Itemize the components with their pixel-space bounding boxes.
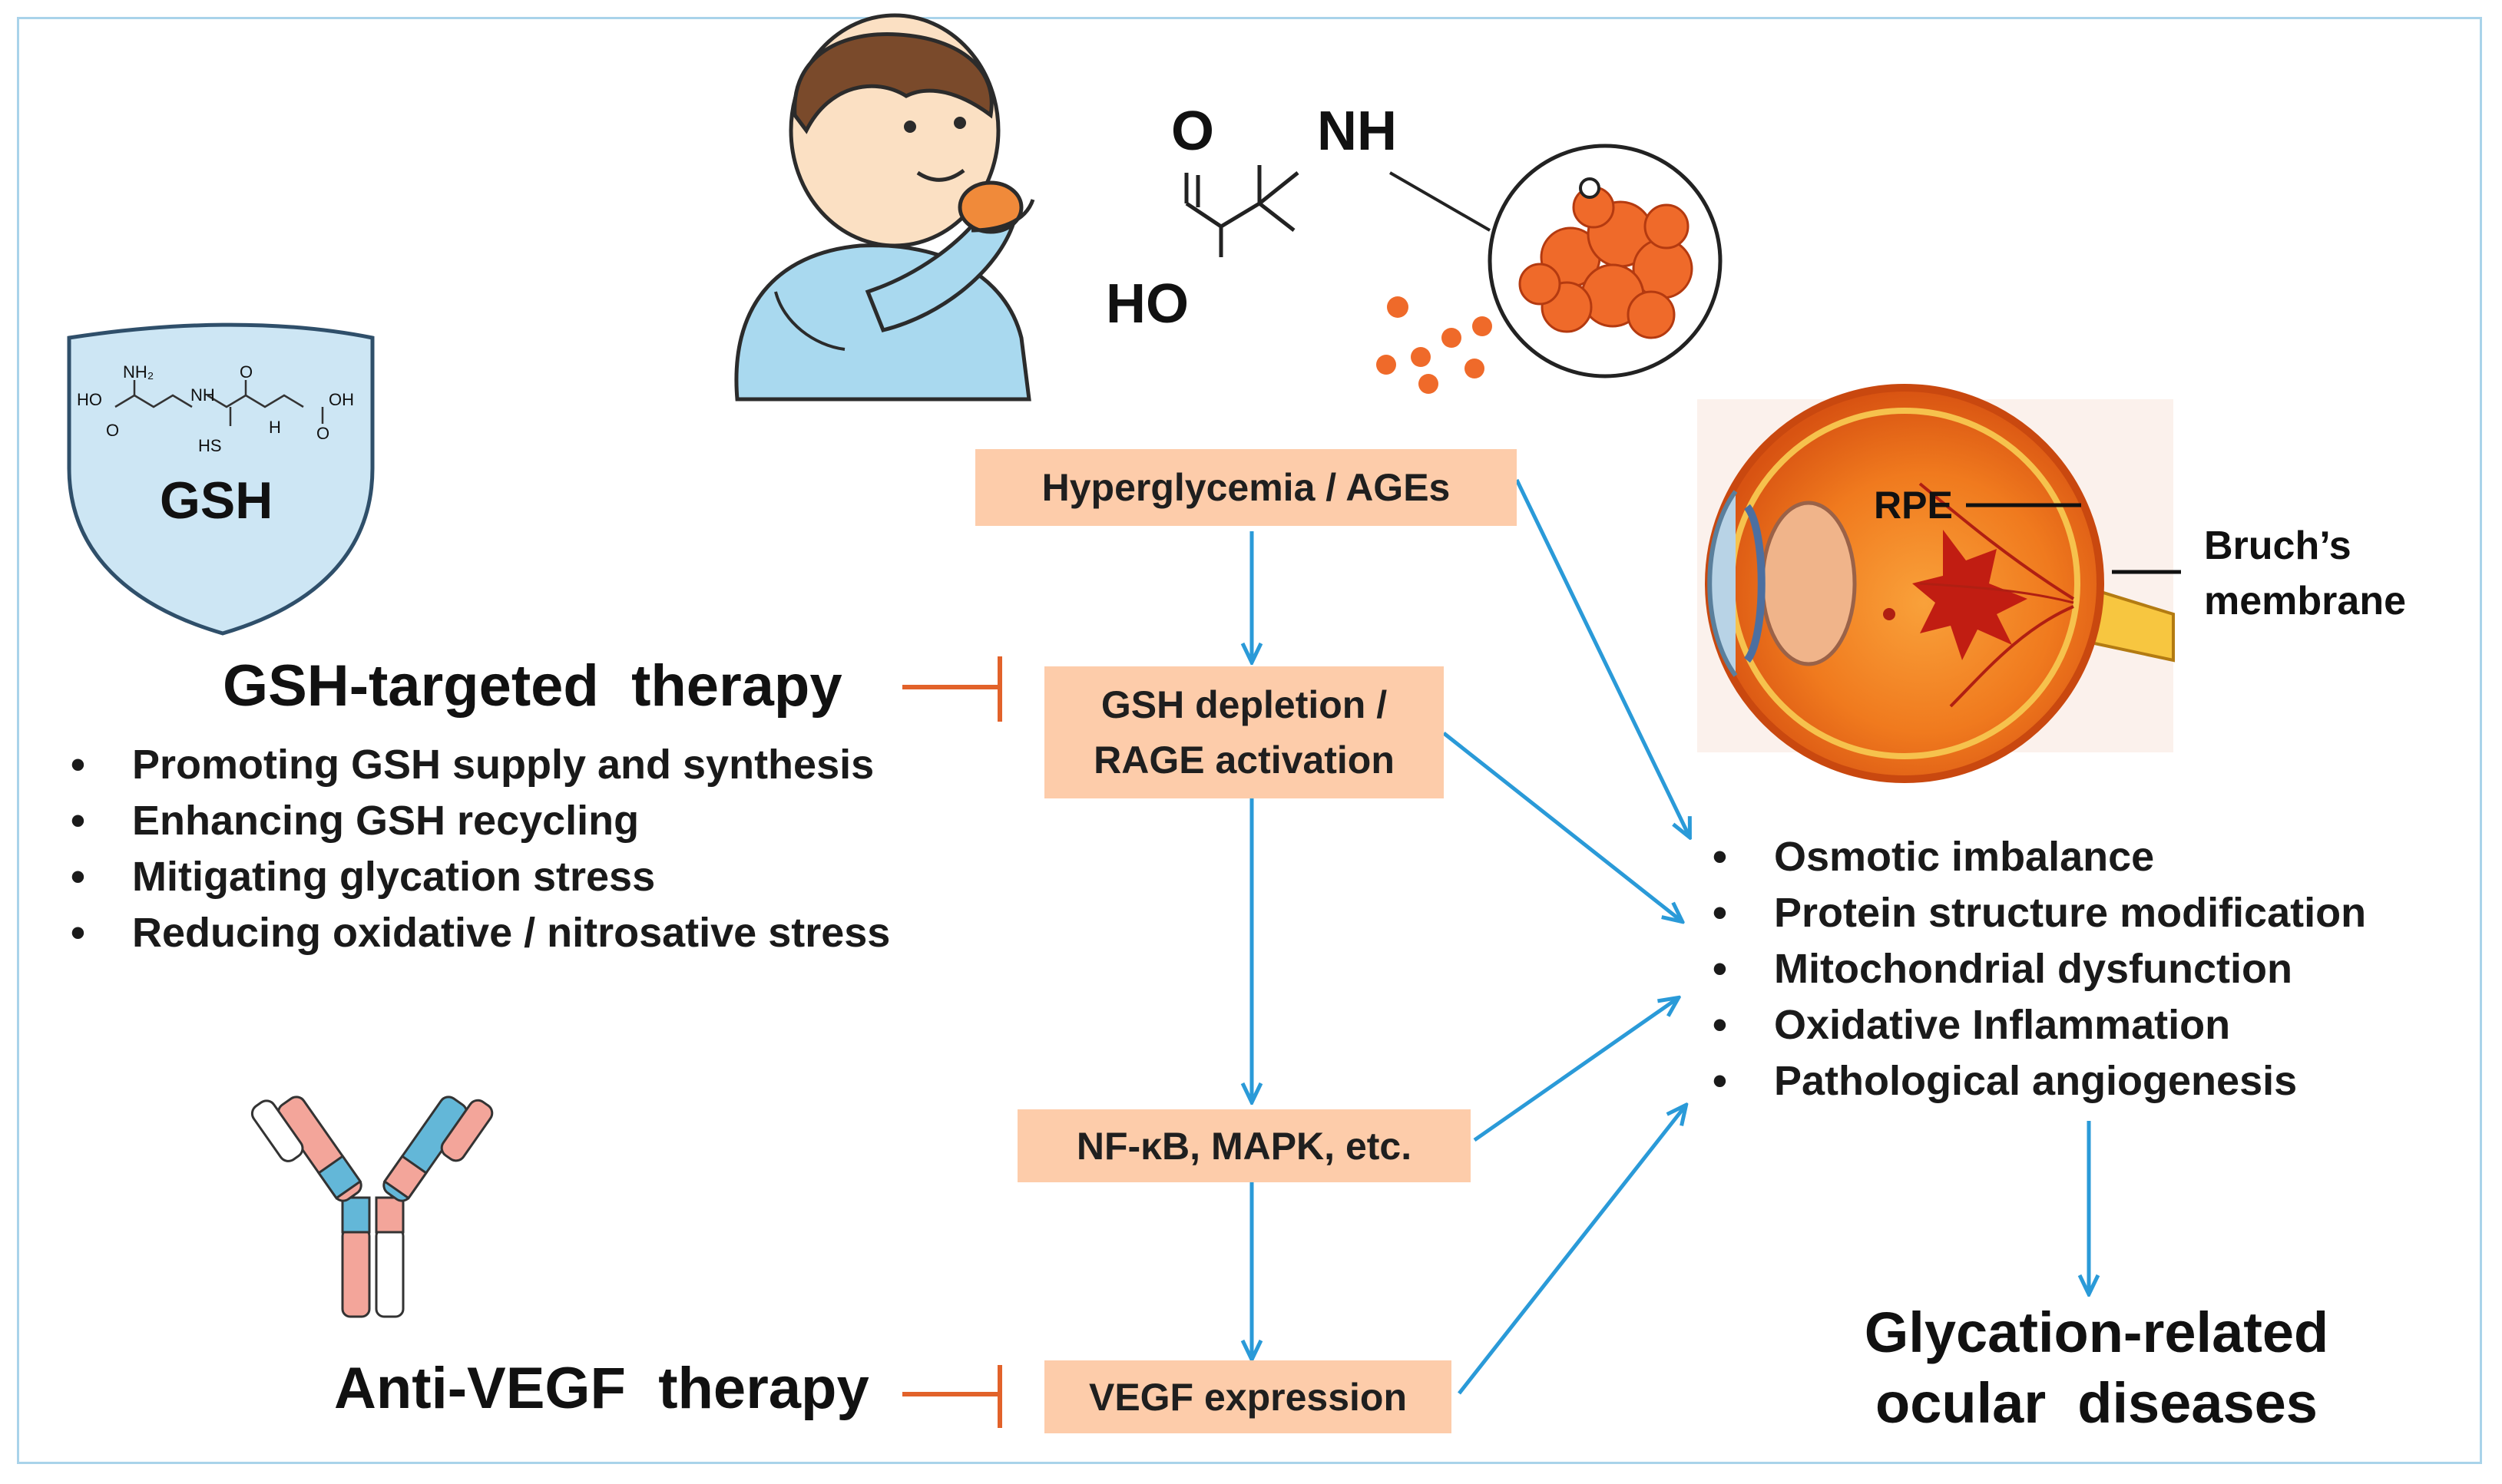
antibody-illustration [250,1096,494,1318]
signaling-box: NF-κB, MAPK, etc. [1018,1109,1471,1182]
effect-item: Osmotic imbalance [1713,829,2366,885]
molecule-oxygen: O [1171,101,1214,162]
gsh-therapy-item: Reducing oxidative / nitrosative stress [71,905,890,961]
bruch-label-line1: Bruch’s [2204,524,2351,568]
gsh-o-3: O [316,424,329,443]
hyperglycemia-label: Hyperglycemia / AGEs [1041,466,1451,509]
gsh-nh2: NH₂ [123,362,154,382]
molecule-ho: HO [1106,273,1189,335]
person-eating-illustration [734,13,1035,402]
gsh-oh: OH [329,390,354,409]
gsh-o-1: O [106,421,119,440]
bruch-label-line2: membrane [2204,579,2406,623]
gsh-therapy-list: Promoting GSH supply and synthesis Enhan… [71,737,890,961]
gsh-ho: HO [77,390,102,409]
gsh-therapy-title: GSH-targeted therapy [223,653,842,719]
molecule-nh: NH [1317,101,1397,162]
flow-arrows [1252,478,2089,1395]
rpe-label: RPE [1874,484,1953,527]
gsh-nh: NH [190,385,215,405]
anti-vegf-title: Anti-VEGF therapy [334,1356,869,1421]
gsh-h: H [269,418,281,437]
effects-list: Osmotic imbalance Protein structure modi… [1713,829,2366,1109]
signaling-label: NF-κB, MAPK, etc. [1076,1124,1412,1168]
effect-item: Protein structure modification [1713,885,2366,941]
gsh-depletion-box: GSH depletion / RAGE activation [1044,666,1444,798]
vegf-box: VEGF expression [1044,1360,1451,1433]
outcome-line1: Glycation-related [1864,1301,2329,1364]
vegf-label: VEGF expression [1088,1375,1408,1419]
gsh-hs: HS [198,436,222,455]
gsh-depletion-label-line2: RAGE activation [1094,739,1395,782]
effect-item: Pathological angiogenesis [1713,1053,2366,1109]
inhibition-markers [902,656,1002,1428]
gsh-therapy-item: Mitigating glycation stress [71,849,890,905]
gsh-therapy-item: Promoting GSH supply and synthesis [71,737,890,793]
gsh-therapy-item: Enhancing GSH recycling [71,793,890,849]
gsh-o-2: O [240,362,253,382]
gsh-depletion-label-line1: GSH depletion / [1100,683,1388,726]
effect-item: Oxidative Inflammation [1713,997,2366,1053]
gsh-shield-label: GSH [160,471,273,530]
eye-illustration [1697,384,2181,783]
outcome-line2: ocular diseases [1875,1371,2318,1435]
outcome-title: Glycation-related ocular diseases [1789,1297,2404,1439]
figure-border [17,17,2482,1464]
hyperglycemia-box: Hyperglycemia / AGEs [975,449,1517,526]
age-molecule-structure [1184,144,1723,394]
gsh-shield [67,322,375,636]
effect-item: Mitochondrial dysfunction [1713,941,2366,997]
